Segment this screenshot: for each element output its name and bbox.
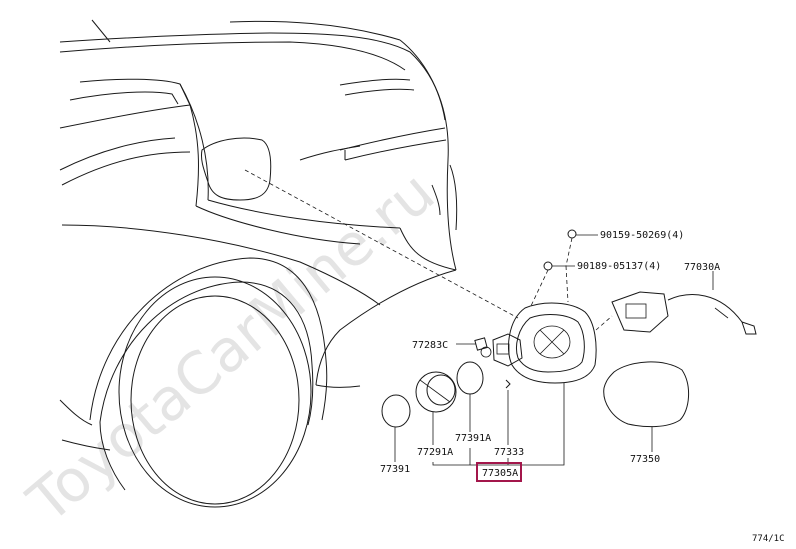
- leader-lines: [394, 234, 714, 466]
- label-seal-outer[interactable]: 77391: [380, 464, 410, 475]
- alignment-line: [244, 169, 519, 319]
- label-fuel-lid[interactable]: 77350: [630, 454, 660, 465]
- label-bolt-b[interactable]: 90189-05137(4): [577, 261, 661, 272]
- opener-cable-drawing: [595, 291, 757, 335]
- label-opener-cable[interactable]: 77030A: [684, 262, 720, 273]
- label-retainer[interactable]: 77291A: [417, 447, 453, 458]
- label-spring[interactable]: 77333: [494, 447, 524, 458]
- label-small-clip[interactable]: 77283C: [412, 340, 448, 351]
- label-bolt-a[interactable]: 90159-50269(4): [600, 230, 684, 241]
- highlight-box[interactable]: [476, 462, 522, 482]
- label-housing[interactable]: 77305A: [482, 468, 518, 479]
- fuel-lid-drawing: [603, 361, 689, 428]
- watermark: ToyotaCarMine.ru: [15, 158, 448, 536]
- retainer-drawing: [415, 371, 457, 413]
- seal-inner-drawing: [456, 361, 484, 395]
- label-seal-inner[interactable]: 77391A: [455, 433, 491, 444]
- car-body-illustration: [59, 19, 458, 508]
- seal-outer-drawing: [381, 394, 411, 428]
- spring-drawing: [505, 379, 511, 389]
- figure-code: 774/1C: [752, 534, 785, 544]
- bolt-a-drawing: [565, 229, 577, 267]
- housing-part-drawing: [480, 302, 597, 384]
- small-clip-drawing: [474, 337, 488, 351]
- bolt-b-drawing: [529, 261, 569, 309]
